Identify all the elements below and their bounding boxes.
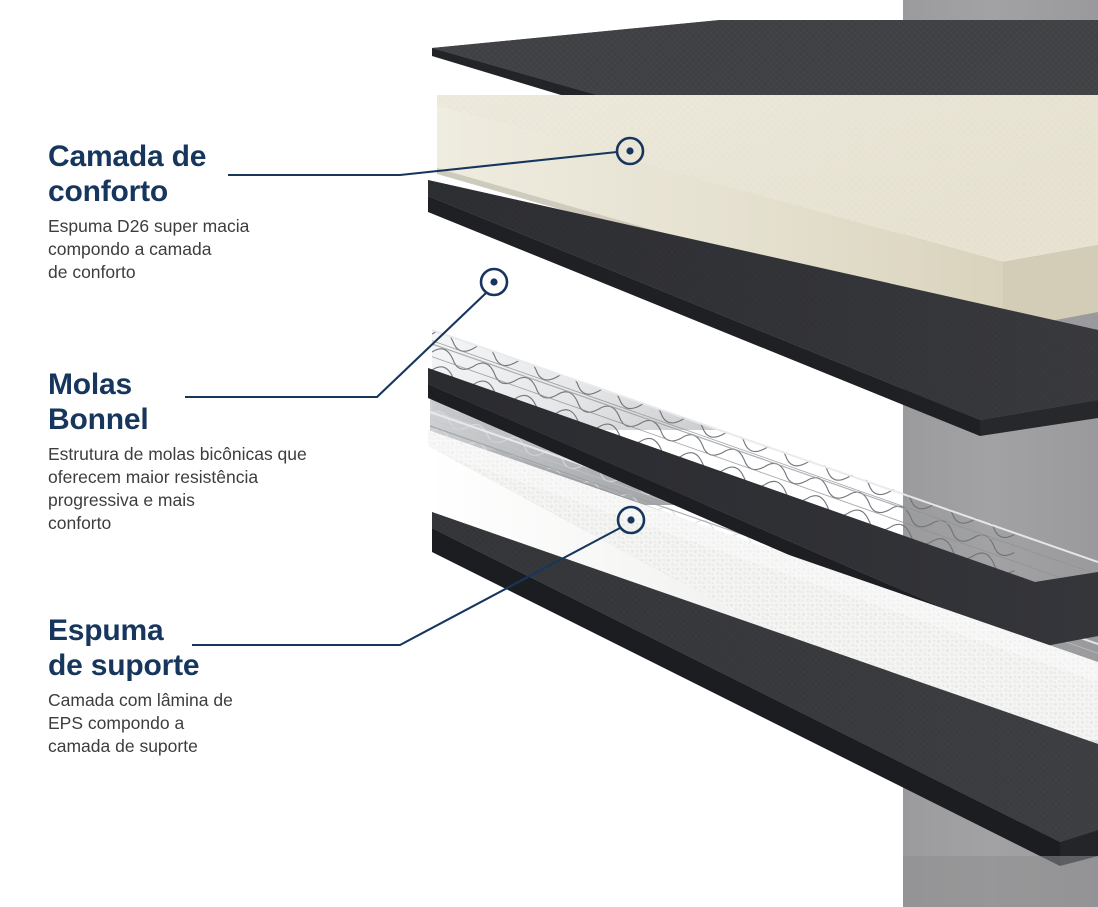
callout-block-comfort: Camada de conforto Espuma D26 super maci… <box>48 139 249 284</box>
callout-description-springs: Estrutura de molas bicônicas que oferece… <box>48 444 307 533</box>
callout-marker-dot-support[interactable] <box>627 516 635 524</box>
callout-leader-line-support <box>192 527 621 647</box>
callout-block-support: Espuma de suporte Camada com lâmina de E… <box>48 613 233 758</box>
callout-title-support: Espuma de suporte <box>48 614 200 682</box>
callout-marker-ring-support[interactable] <box>616 505 646 535</box>
layer-separator-felt-upper <box>428 180 1098 436</box>
callout-title-comfort: Camada de conforto <box>48 140 207 208</box>
callout-marker-ring-comfort[interactable] <box>615 136 645 166</box>
callout-leader-line-comfort <box>228 150 618 177</box>
callout-marker-dot-comfort[interactable] <box>626 147 634 155</box>
callout-marker-ring-springs[interactable] <box>479 267 509 297</box>
callout-leader-line-springs <box>185 292 487 399</box>
callout-description-support: Camada com lâmina de EPS compondo a cama… <box>48 690 233 756</box>
callout-block-springs: Molas Bonnel Estrutura de molas bicônica… <box>48 367 307 535</box>
layer-base-cover-fabric <box>432 512 1098 866</box>
callout-marker-dot-springs[interactable] <box>490 278 498 286</box>
callout-description-comfort: Espuma D26 super macia compondo a camada… <box>48 216 250 282</box>
callout-title-springs: Molas Bonnel <box>48 368 149 436</box>
